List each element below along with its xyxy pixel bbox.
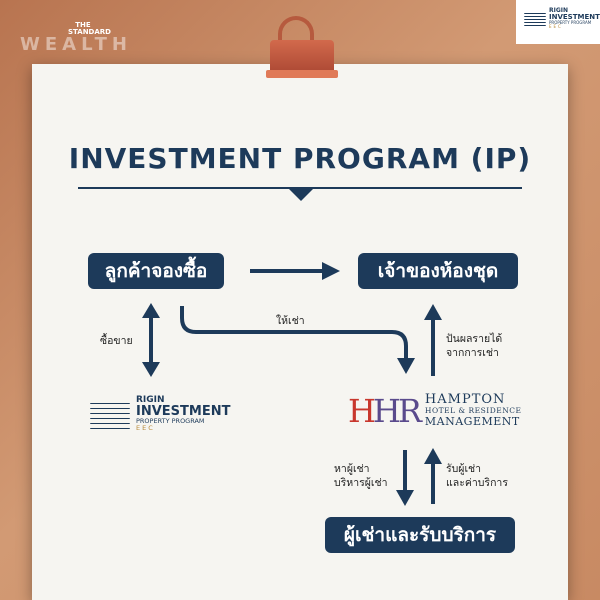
divider-pointer-icon bbox=[288, 188, 314, 201]
the-standard-logo: THE STANDARD bbox=[68, 21, 111, 36]
node-owner: เจ้าของห้องชุด bbox=[358, 253, 518, 289]
node-customer: ลูกค้าจองซื้อ bbox=[88, 253, 224, 289]
hampton-management: MANAGEMENT bbox=[424, 415, 520, 428]
hhr-monogram-icon: HHR bbox=[348, 391, 422, 430]
label-collect-fees: รับผู้เช่า และค่าบริการ bbox=[446, 463, 508, 489]
origin-logo-line2: INVESTMENT bbox=[549, 13, 600, 21]
arrow-customer-to-hampton bbox=[180, 306, 415, 374]
page-title: INVESTMENT PROGRAM (IP) bbox=[68, 142, 532, 175]
origin-logo: RIGIN INVESTMENT PROPERTY PROGRAM EEC bbox=[90, 396, 230, 432]
corner-origin-logo: RIGIN INVESTMENT PROPERTY PROGRAM EEC bbox=[516, 0, 600, 44]
origin-logo-line4: EEC bbox=[136, 424, 155, 433]
arrow-buy-sell-bidirectional bbox=[142, 303, 160, 377]
origin-logo-line4: EEC bbox=[549, 24, 563, 30]
origin-logo-line3: PROPERTY PROGRAM bbox=[136, 417, 205, 425]
wealth-watermark: WEALTH bbox=[20, 34, 132, 55]
origin-logo-line1: RIGIN bbox=[549, 7, 569, 14]
title-divider bbox=[78, 187, 522, 189]
origin-wave-icon bbox=[90, 399, 130, 430]
origin-logo-line3: PROPERTY PROGRAM bbox=[549, 20, 592, 25]
arrow-hampton-to-tenant bbox=[396, 450, 414, 506]
origin-logo-line2: INVESTMENT bbox=[136, 404, 231, 419]
hampton-name: HAMPTON bbox=[424, 392, 506, 407]
hampton-subtitle: HOTEL & RESIDENCE bbox=[424, 406, 522, 415]
node-tenant: ผู้เช่าและรับบริการ bbox=[325, 517, 515, 553]
label-find-tenant: หาผู้เช่า บริหารผู้เช่า bbox=[334, 463, 388, 489]
origin-logo-line1: RIGIN bbox=[136, 395, 165, 405]
origin-wave-icon bbox=[524, 11, 546, 27]
arrow-tenant-to-hampton bbox=[424, 448, 442, 504]
label-dividend: ปันผลรายได้ จากการเช่า bbox=[446, 333, 503, 359]
arrow-hampton-to-owner bbox=[424, 304, 442, 376]
binder-clip-bar bbox=[266, 70, 338, 78]
hampton-logo: HHR HAMPTON HOTEL & RESIDENCE MANAGEMENT bbox=[348, 393, 521, 428]
arrow-customer-to-owner bbox=[250, 262, 340, 280]
label-buy-sell: ซื้อขาย bbox=[100, 335, 133, 347]
binder-clip-icon bbox=[278, 16, 314, 54]
label-rent-out: ให้เช่า bbox=[276, 315, 305, 327]
